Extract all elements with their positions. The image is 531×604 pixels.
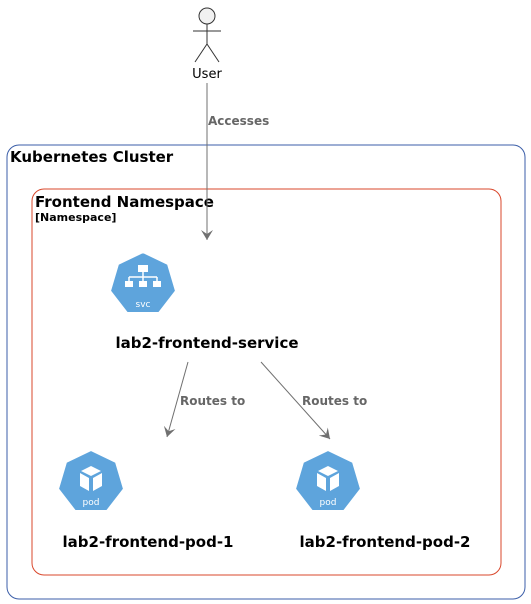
edge-label-routes-1: Routes to — [180, 394, 245, 408]
pod-2-label: lab2-frontend-pod-2 — [300, 533, 471, 551]
pod-node-1[interactable]: pod lab2-frontend-pod-1 — [57, 449, 234, 551]
edge-label-routes-2: Routes to — [302, 394, 367, 408]
pod-node-2[interactable]: pod lab2-frontend-pod-2 — [294, 449, 471, 551]
namespace-stereotype: [Namespace] — [35, 211, 116, 224]
edge-accesses[interactable]: Accesses — [201, 83, 269, 240]
actor-user[interactable]: User — [192, 7, 222, 82]
service-label: lab2-frontend-service — [115, 334, 298, 352]
namespace-title: Frontend Namespace — [35, 193, 214, 211]
stick-figure-icon — [193, 7, 221, 63]
cube-icon: pod — [294, 449, 362, 512]
service-node[interactable]: svc lab2-frontend-service — [109, 251, 299, 352]
cluster-boundary[interactable] — [6, 144, 526, 600]
cluster-title: Kubernetes Cluster — [10, 148, 174, 166]
edge-label-accesses: Accesses — [208, 114, 269, 128]
namespace-boundary[interactable] — [31, 188, 502, 576]
pod-1-icon-text: pod — [83, 498, 100, 508]
pod-1-label: lab2-frontend-pod-1 — [63, 533, 234, 551]
cube-icon: pod — [57, 449, 125, 512]
pod-2-icon-text: pod — [320, 498, 337, 508]
actor-label: User — [192, 67, 222, 82]
service-hierarchy-icon: svc — [109, 251, 177, 314]
service-icon-text: svc — [136, 300, 151, 310]
edge-routes-pod-1[interactable]: Routes to — [163, 361, 245, 438]
edge-routes-pod-2[interactable]: Routes to — [260, 361, 367, 440]
